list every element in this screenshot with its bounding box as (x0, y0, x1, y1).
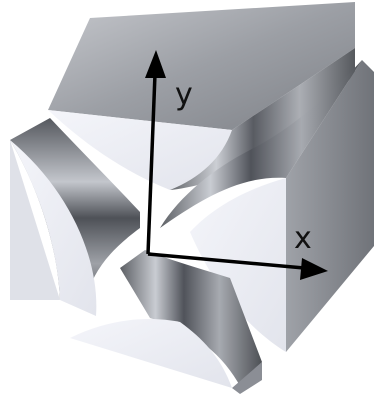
right-electrode-curved-face (160, 60, 362, 228)
x-axis-label: x (294, 221, 312, 256)
right-electrode (160, 60, 374, 352)
x-axis-line (147, 252, 305, 270)
y-axis-line (146, 73, 157, 255)
top-electrode-curved-underside (170, 48, 355, 190)
bottom-electrode-front-face (70, 319, 232, 388)
right-electrode-side-face (286, 60, 374, 352)
left-electrode-bottom-face (10, 140, 60, 300)
bottom-electrode (70, 250, 262, 394)
y-axis-arrowhead (145, 50, 166, 78)
left-electrode-front-face (10, 140, 97, 316)
bottom-electrode-right-face (232, 362, 262, 394)
top-electrode-front-face (48, 110, 232, 190)
top-electrode-top-face (48, 2, 355, 130)
y-axis-label: y (175, 77, 193, 112)
x-axis-arrowhead (300, 258, 328, 280)
left-electrode-curved-side (10, 118, 140, 300)
right-electrode-front-face (190, 178, 286, 352)
coordinate-axes: y x (145, 50, 328, 280)
top-electrode (48, 2, 355, 190)
bottom-electrode-curved-top (120, 250, 262, 386)
left-electrode (10, 118, 140, 316)
